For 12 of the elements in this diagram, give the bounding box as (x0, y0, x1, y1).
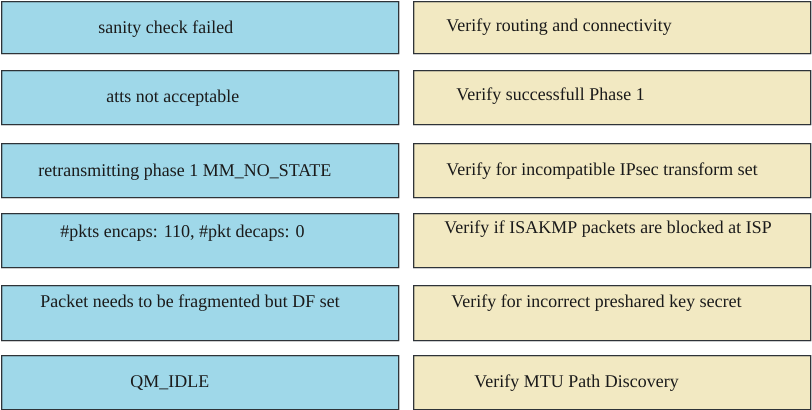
action-box: Verify for incorrect preshared key secret (413, 285, 812, 342)
action-box: Verify if ISAKMP packets are blocked at ISP (413, 213, 812, 268)
message-box: retransmitting phase 1 MM_NO_STATE (1, 143, 400, 198)
message-box: atts not acceptable (1, 70, 400, 126)
message-box: QM_IDLE (1, 355, 400, 410)
message-box: sanity check failed (1, 1, 400, 54)
action-box: Verify MTU Path Discovery (413, 355, 812, 410)
action-box: Verify successfull Phase 1 (413, 70, 812, 126)
message-box: #pkts encaps: 110, #pkt decaps: 0 (1, 213, 400, 268)
message-box: Packet needs to be fragmented but DF set (1, 285, 400, 342)
action-box: Verify for incompatible IPsec transform set (413, 143, 812, 198)
action-box: Verify routing and connectivity (413, 1, 812, 54)
